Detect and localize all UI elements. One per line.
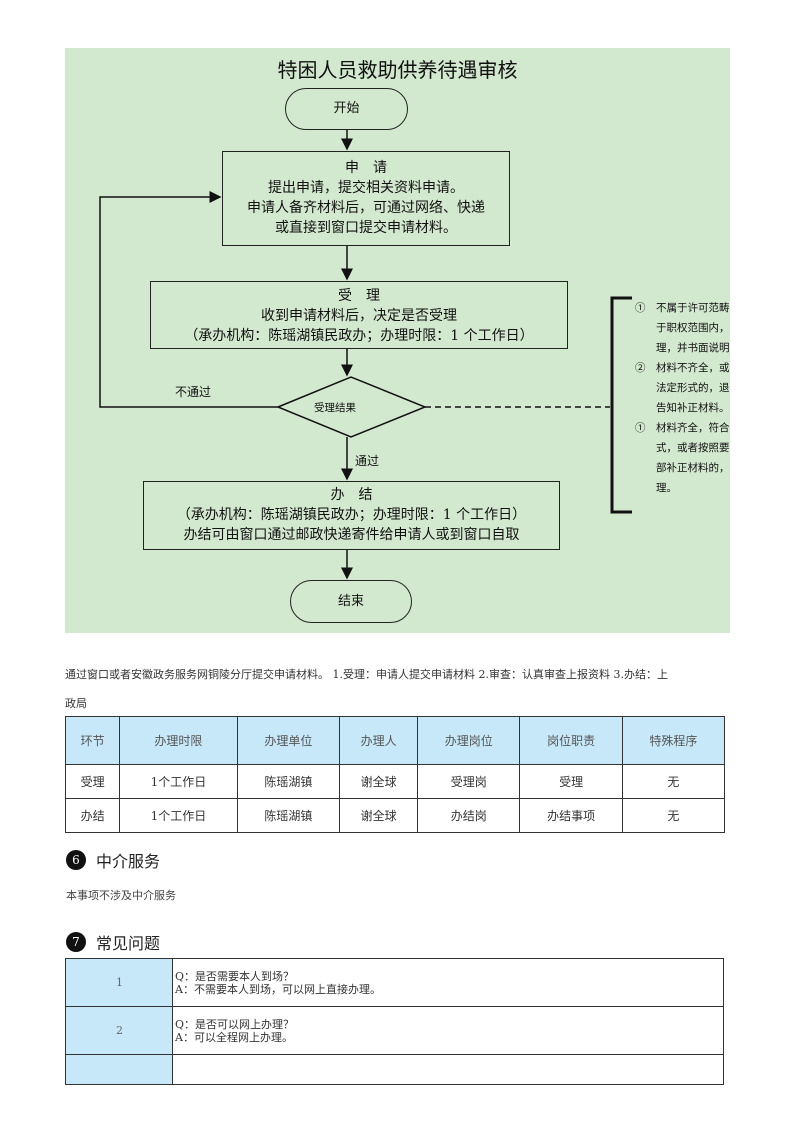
note-line: ① 材料齐全，符合法 (635, 422, 730, 434)
table-header-row: 环节 办理时限 办理单位 办理人 办理岗位 岗位职责 特殊程序 (64, 716, 726, 765)
reject-label: 不通过 (175, 385, 212, 399)
faq-number: 2 (65, 1006, 173, 1055)
table-cell: 办结 (64, 798, 121, 833)
flowchart: 特困人员救助供养待遇审核 开始 申 请 提出申请，提交相关资料申请。 申请人备齐… (65, 48, 730, 633)
description-line: 通过窗口或者安徽政务服务网铜陵分厅提交申请材料。 1.受理：申请人提交申请材料 … (65, 668, 668, 681)
faq-row: 1 Q：是否需要本人到场？A：不需要本人到场，可以网上直接办理。 (65, 958, 724, 1007)
table-cell: 陈瑶湖镇 (236, 764, 340, 799)
faq-answer: A：不需要本人到场，可以网上直接办理。 (175, 982, 381, 996)
faq-table: 1 Q：是否需要本人到场？A：不需要本人到场，可以网上直接办理。 2 Q：是否可… (65, 958, 724, 1085)
note-line: 式，或者按照要求 (635, 442, 730, 454)
table-cell: 1个工作日 (119, 764, 238, 799)
faq-answer: A：可以全程网上办理。 (175, 1030, 293, 1044)
table-cell: 陈瑶湖镇 (236, 798, 340, 833)
table-cell: 办结岗 (417, 798, 521, 833)
table-cell: 1个工作日 (119, 798, 238, 833)
accept-title: 受 理 (338, 288, 380, 304)
table-cell: 受理 (64, 764, 121, 799)
table-cell: 受理岗 (417, 764, 521, 799)
faq-row (65, 1054, 724, 1085)
loop-back-line (99, 191, 278, 408)
flowchart-title: 特困人员救助供养待遇审核 (277, 58, 518, 82)
note-line: 于职权范围内，不 (635, 322, 730, 334)
header-cell: 办理单位 (236, 716, 340, 765)
decision-notes: ① 不属于许可范畴或 于职权范围内，不 理，并书面说明理 ② 材料不齐全，或者 … (635, 298, 730, 498)
section-title: 常见问题 (96, 934, 161, 953)
table-cell: 无 (621, 798, 726, 833)
header-cell: 特殊程序 (621, 716, 726, 765)
table-cell: 无 (621, 764, 726, 799)
description-line: 政局 (65, 697, 87, 710)
end-node: 结束 (290, 580, 412, 623)
note-line: 法定形式的，退回 (635, 382, 730, 394)
header-cell: 岗位职责 (519, 716, 623, 765)
process-description: 通过窗口或者安徽政务服务网铜陵分厅提交申请材料。 1.受理：申请人提交申请材料 … (65, 660, 733, 718)
faq-question: Q：是否可以网上办理？ (175, 1017, 295, 1031)
accept-step: 受 理 收到申请材料后，决定是否受理 （承办机构：陈瑶湖镇民政办；办理时限：1 … (150, 281, 568, 349)
finish-line: 办结可由窗口通过邮政快递寄件给申请人或到窗口自取 (183, 527, 520, 543)
faq-number (65, 1054, 173, 1085)
decision-label: 受理结果 (314, 402, 356, 414)
accept-line: （承办机构：陈瑶湖镇民政办；办理时限：1 个工作日） (184, 328, 534, 344)
note-line: 部补正材料的，予 (635, 462, 730, 474)
section-title: 中介服务 (96, 852, 161, 871)
table-cell: 办结事项 (519, 798, 623, 833)
section-faq-heading: 7 常见问题 (66, 930, 160, 954)
finish-step: 办 结 （承办机构：陈瑶湖镇民政办；办理时限：1 个工作日） 办结可由窗口通过邮… (143, 481, 560, 550)
apply-title: 申 请 (345, 160, 387, 176)
faq-content (172, 1054, 724, 1085)
note-line: ① 不属于许可范畴或 (635, 302, 730, 314)
faq-row: 2 Q：是否可以网上办理？A：可以全程网上办理。 (65, 1006, 724, 1055)
section-intermediary-heading: 6 中介服务 (66, 848, 160, 872)
finish-line: （承办机构：陈瑶湖镇民政办；办理时限：1 个工作日） (176, 507, 527, 523)
apply-line: 提出申请，提交相关资料申请。 (268, 180, 464, 196)
table-row: 办结 1个工作日 陈瑶湖镇 谢全球 办结岗 办结事项 无 (64, 798, 726, 833)
table-cell: 谢全球 (338, 798, 419, 833)
faq-number: 1 (65, 958, 173, 1007)
note-line: 理，并书面说明理 (635, 342, 730, 354)
apply-step: 申 请 提出申请，提交相关资料申请。 申请人备齐材料后，可通过网络、快递 或直接… (222, 151, 510, 246)
process-table: 环节 办理时限 办理单位 办理人 办理岗位 岗位职责 特殊程序 受理 1个工作日… (64, 716, 726, 833)
pass-label: 通过 (355, 454, 380, 468)
header-cell: 办理人 (338, 716, 419, 765)
flowchart-connectors (99, 130, 632, 580)
note-line: 理。 (635, 482, 677, 494)
note-line: ② 材料不齐全，或者 (635, 362, 730, 374)
note-line: 告知补正材料。 (635, 402, 730, 414)
section-number-icon: 6 (66, 850, 86, 870)
faq-question: Q：是否需要本人到场？ (175, 969, 295, 983)
apply-line: 申请人备齐材料后，可通过网络、快递 (247, 200, 485, 216)
faq-content: Q：是否可以网上办理？A：可以全程网上办理。 (172, 1006, 724, 1055)
faq-content: Q：是否需要本人到场？A：不需要本人到场，可以网上直接办理。 (172, 958, 724, 1007)
apply-line: 或直接到窗口提交申请材料。 (275, 220, 457, 236)
note-bracket (610, 296, 632, 514)
finish-title: 办 结 (330, 487, 373, 503)
accept-line: 收到申请材料后，决定是否受理 (261, 308, 457, 324)
table-cell: 受理 (519, 764, 623, 799)
header-cell: 办理时限 (119, 716, 238, 765)
table-cell: 谢全球 (338, 764, 419, 799)
section-number-icon: 7 (66, 932, 86, 952)
header-cell: 办理岗位 (417, 716, 521, 765)
header-cell: 环节 (64, 716, 121, 765)
start-node: 开始 (285, 88, 408, 130)
intermediary-text: 本事项不涉及中介服务 (66, 889, 176, 902)
table-row: 受理 1个工作日 陈瑶湖镇 谢全球 受理岗 受理 无 (64, 764, 726, 799)
